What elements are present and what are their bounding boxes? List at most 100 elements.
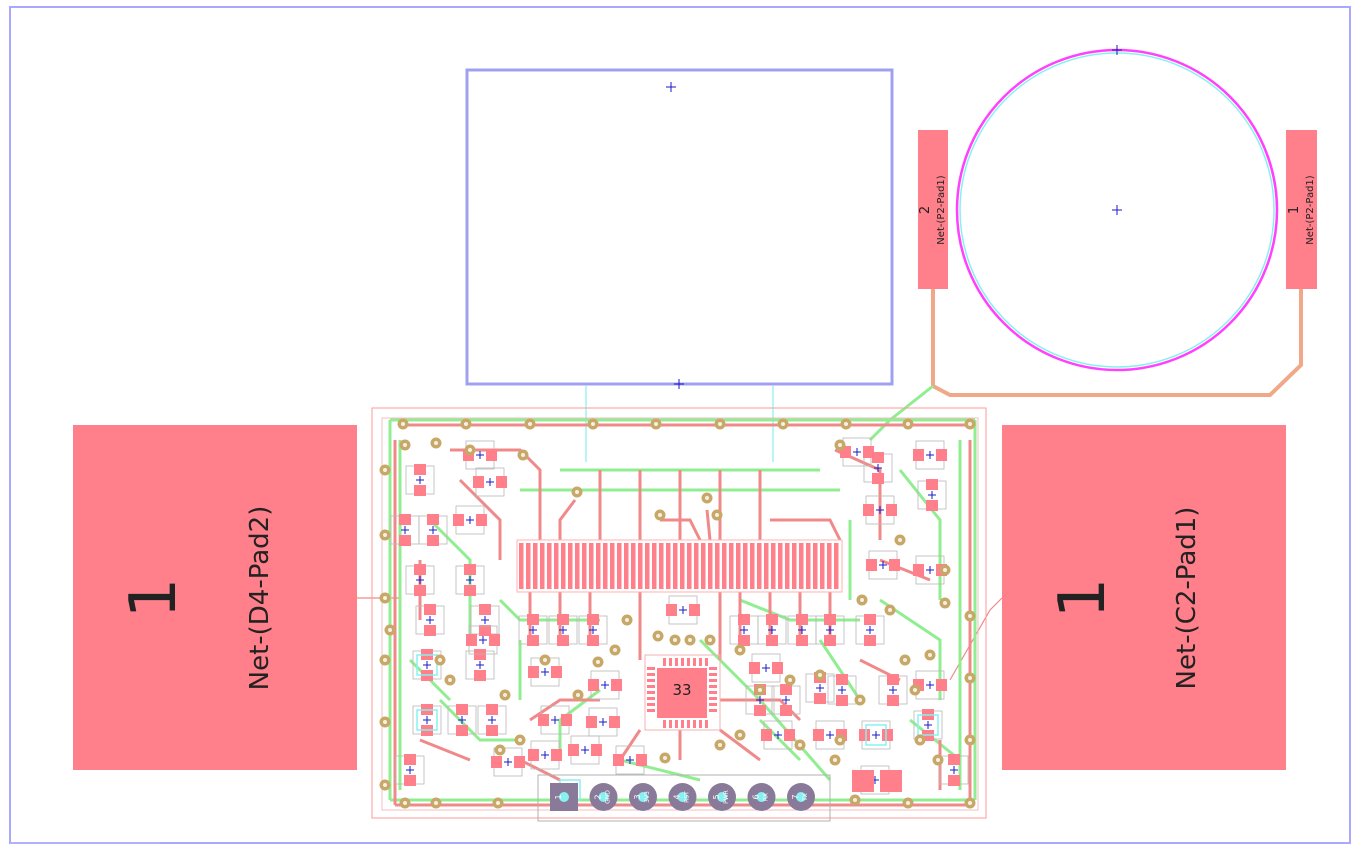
ffc-pin (575, 543, 580, 589)
front-trace (770, 518, 842, 541)
smd-component (859, 720, 893, 750)
via (652, 630, 664, 642)
via (849, 794, 861, 806)
chip-pin (647, 697, 655, 700)
ffc-pin (715, 543, 720, 589)
ffc-pin (631, 543, 636, 589)
ffc-pin (708, 543, 713, 589)
ffc-pin (680, 543, 685, 589)
ffc-pin (673, 543, 678, 589)
ffc-pin (792, 543, 797, 589)
smd-component (866, 550, 900, 580)
via (524, 418, 536, 430)
ffc-pin (638, 543, 643, 589)
chip-pin (687, 720, 690, 728)
via (572, 689, 584, 701)
via (939, 564, 951, 576)
via (517, 449, 529, 461)
header-outline (537, 774, 831, 822)
via (939, 597, 951, 609)
back-trace (438, 698, 520, 742)
chip-pin (647, 679, 655, 682)
via (379, 464, 391, 476)
smd-component (855, 614, 885, 646)
ffc-pin (771, 543, 776, 589)
coil-trace-link (868, 384, 934, 442)
smd-component (771, 684, 801, 716)
ffc-pin (778, 543, 783, 589)
crosshair-icon (666, 82, 676, 92)
via (430, 797, 442, 809)
via (621, 614, 633, 626)
ffc-pins (519, 543, 839, 589)
front-trace (879, 558, 931, 582)
header-pin-number: 4 (673, 794, 682, 799)
smd-component (666, 595, 700, 625)
chip-pin (709, 703, 717, 706)
front-trace (720, 698, 802, 722)
ffc-pin (582, 543, 587, 589)
via (659, 752, 671, 764)
back-trace (428, 518, 472, 640)
header-pin-name: GND (605, 790, 612, 804)
via (754, 684, 766, 696)
via (777, 418, 789, 430)
smd-component (548, 614, 578, 646)
ffc-pin (736, 543, 741, 589)
smd-component (913, 440, 947, 470)
smd-component (418, 514, 448, 546)
ffc-pin (750, 543, 755, 589)
ffc-pin (547, 543, 552, 589)
chip-pin (687, 658, 690, 666)
smd-component (761, 720, 795, 750)
smd-component (470, 604, 500, 636)
back-trace (619, 758, 701, 782)
smd-component (863, 452, 893, 484)
pcb-outline (371, 407, 987, 819)
front-trace (660, 518, 702, 541)
chip-pin (663, 658, 666, 666)
via (684, 634, 696, 646)
chip-pin (675, 720, 678, 728)
header-pin-number: 6 (752, 794, 761, 799)
chip-pin (693, 720, 696, 728)
via (834, 439, 846, 451)
smd-component (749, 653, 783, 683)
ffc-pin (729, 543, 734, 589)
via (932, 754, 944, 766)
chip-pin (647, 685, 655, 688)
smd-component (538, 705, 572, 735)
chip-pin (709, 667, 717, 670)
smd-component (395, 754, 425, 786)
smd-component (465, 649, 495, 681)
ffc-pin (526, 543, 531, 589)
chip-pin (709, 679, 717, 682)
smd-component (827, 674, 857, 706)
via (964, 610, 976, 622)
chip-pin (681, 658, 684, 666)
via (899, 654, 911, 666)
ffc-pin (757, 543, 762, 589)
ffc-pin (561, 543, 566, 589)
chip-pin (681, 720, 684, 728)
header-pin-name: PWR (723, 790, 730, 804)
keepout-zone (917, 714, 939, 736)
front-trace (558, 499, 577, 540)
smd-component (878, 674, 908, 706)
crosshair-icon (1112, 45, 1122, 55)
crosshair-icon (674, 379, 684, 389)
via (914, 734, 926, 746)
via (492, 797, 504, 809)
header-pin-name: RX (763, 793, 770, 801)
ffc-pin (568, 543, 573, 589)
via (794, 739, 806, 751)
smd-component (405, 464, 435, 496)
smd-component (863, 495, 897, 525)
vias (379, 418, 976, 809)
smd-component (588, 670, 622, 700)
via (834, 734, 846, 746)
ffc-connector (516, 539, 843, 593)
via (379, 529, 391, 541)
via (856, 594, 868, 606)
